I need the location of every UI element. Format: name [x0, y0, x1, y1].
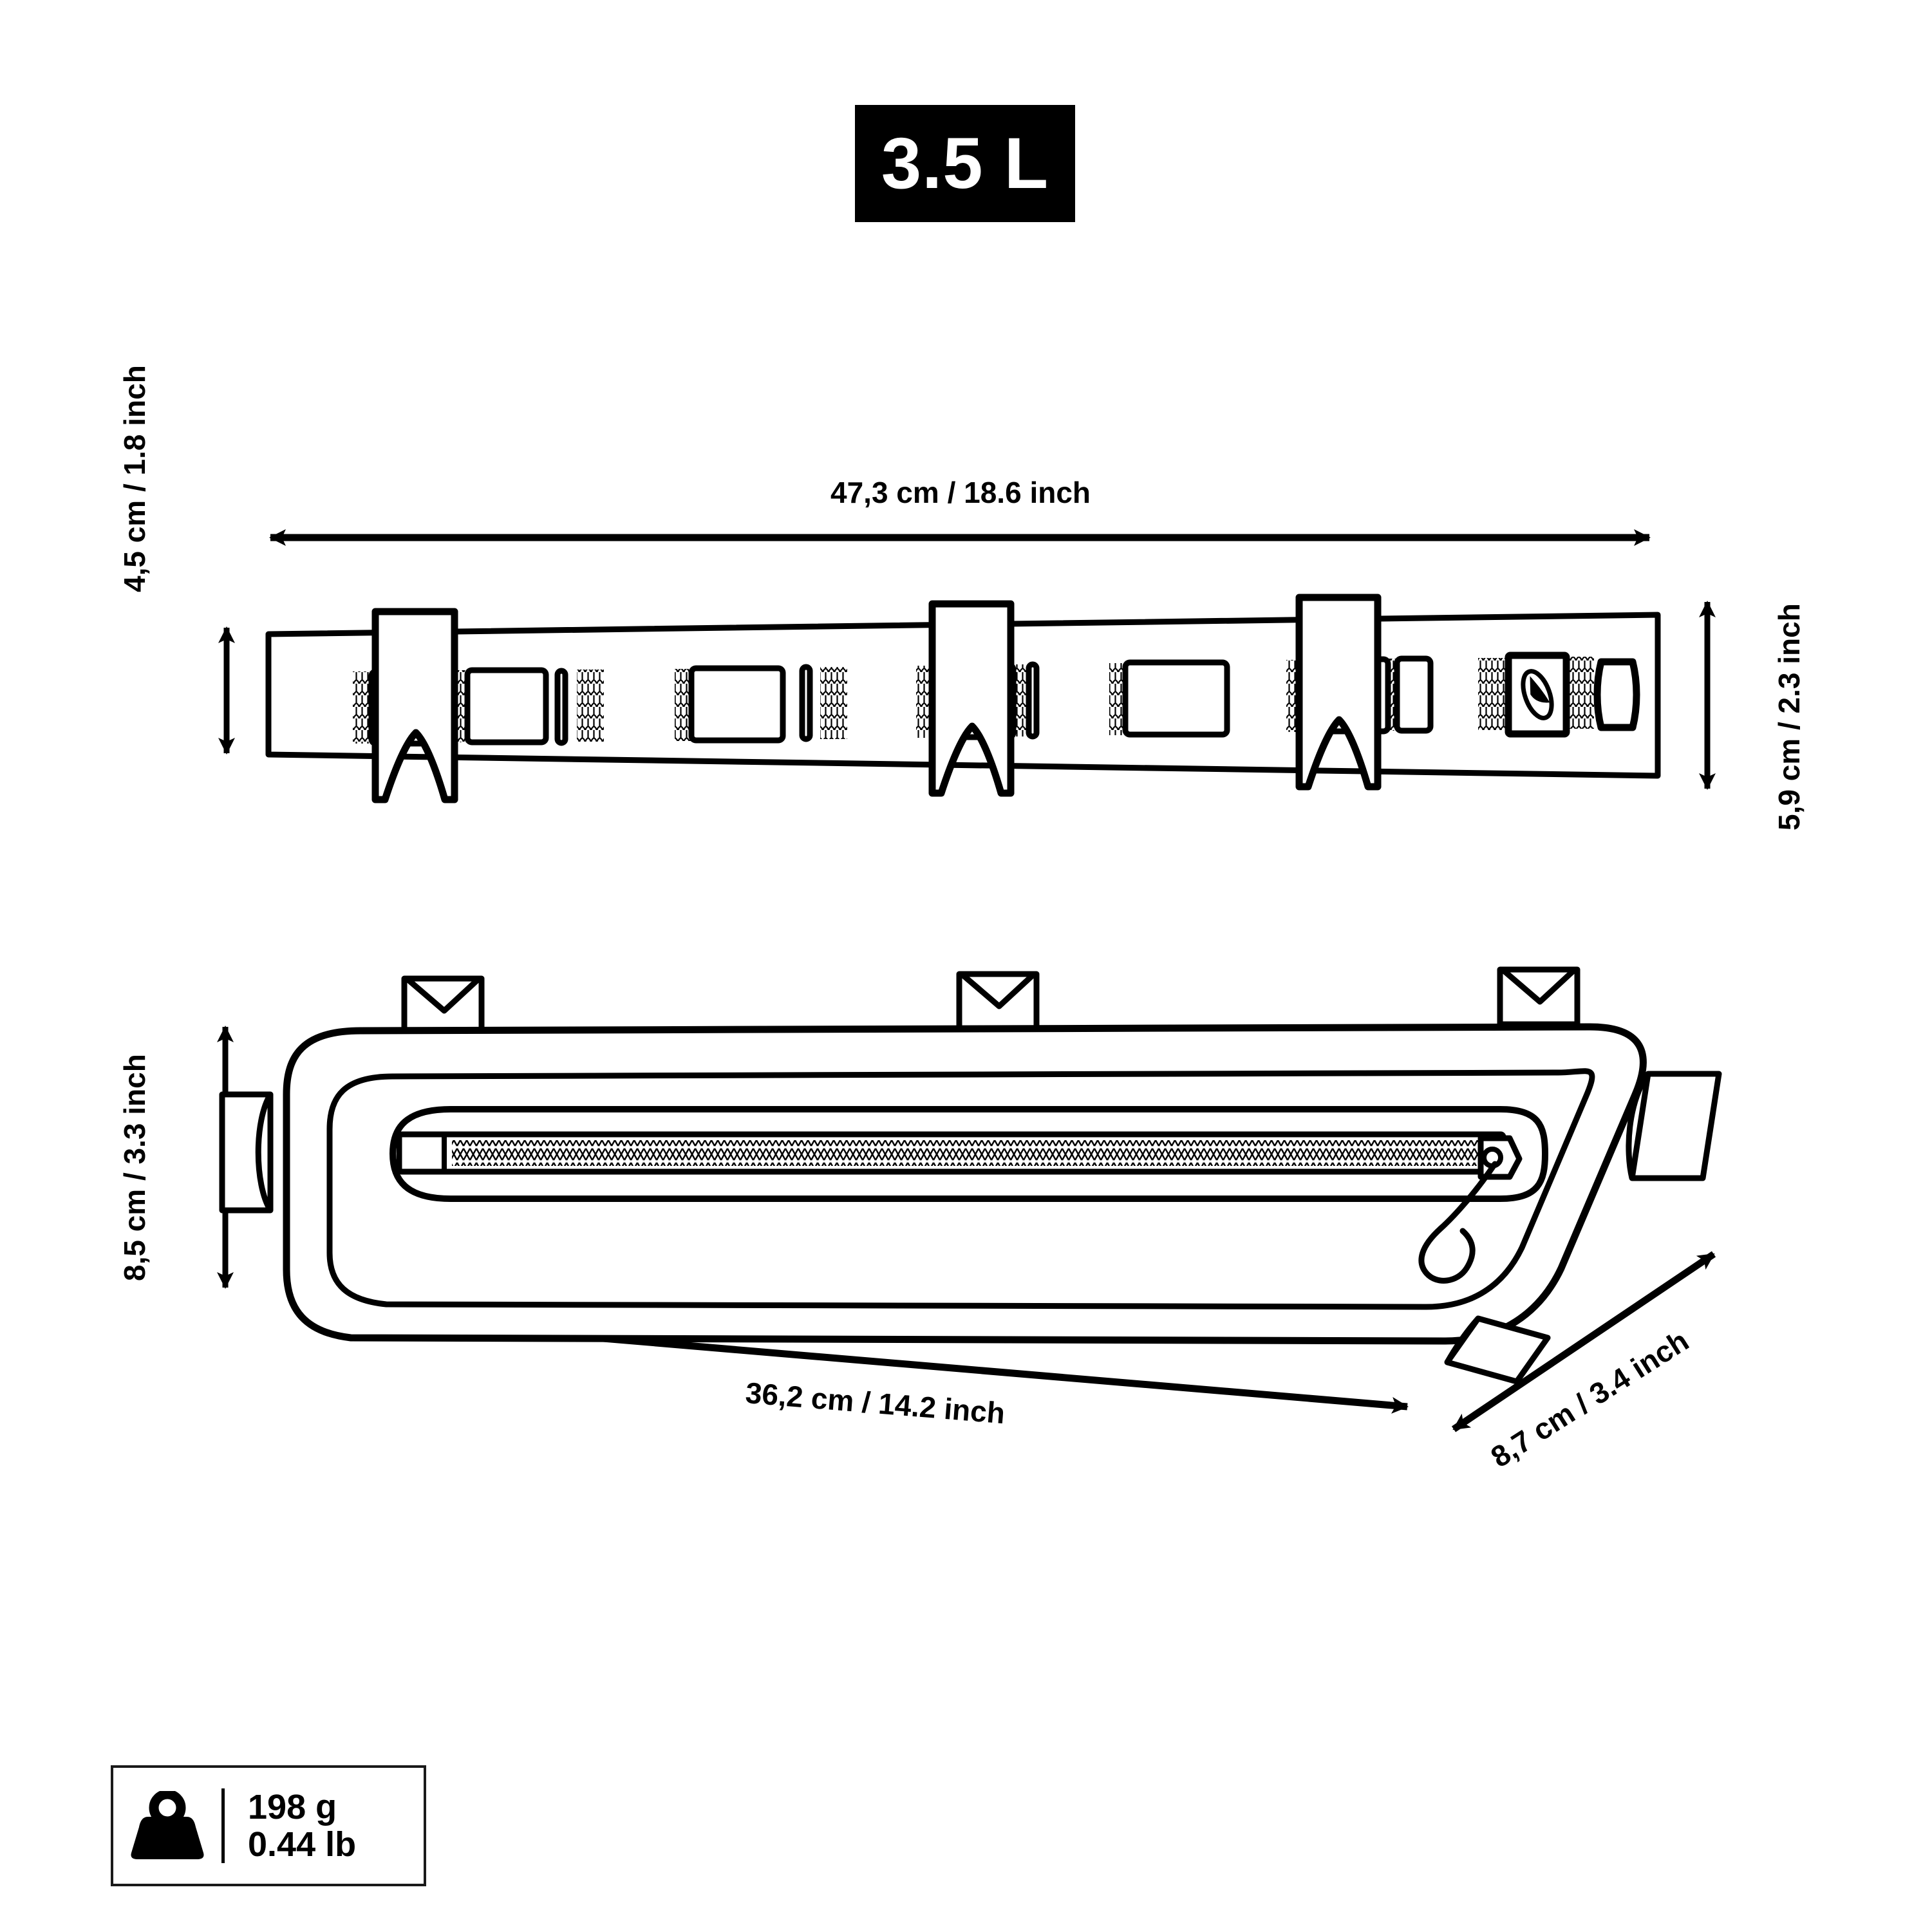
- top-view-group: [218, 529, 1716, 803]
- top-mount-tabs: [401, 966, 1580, 1036]
- zipper-pull: [1418, 1135, 1523, 1284]
- rear-mount-tab: [1626, 1071, 1722, 1181]
- dimension-label-top-height-left: 4,5 cm / 1.8 inch: [118, 365, 151, 592]
- dimension-arrow-depth: [1451, 1251, 1716, 1432]
- end-loop: [1593, 658, 1640, 731]
- weight-divider: [221, 1788, 225, 1863]
- front-mount-tab: [219, 1091, 274, 1214]
- brand-logo-icon: [1521, 669, 1554, 720]
- weight-icon: [131, 1791, 204, 1859]
- zipper-teeth: [452, 1140, 1488, 1166]
- logo-patch: [1505, 652, 1570, 738]
- mounting-straps: [371, 594, 1382, 803]
- weight-icon-cell: [113, 1791, 221, 1861]
- mounting-strap-1: [371, 608, 458, 803]
- bottom-mount-tab: [1444, 1315, 1551, 1385]
- weight-box: 198 g 0.44 lb: [111, 1765, 426, 1886]
- zipper-pull-cord: [1418, 1161, 1498, 1284]
- mounting-strap-3: [1295, 594, 1382, 791]
- side-view-group: [217, 966, 1722, 1432]
- dimension-label-side-height: 8,5 cm / 3.3 inch: [118, 1054, 151, 1281]
- side-view-inner-seam: [326, 1068, 1595, 1310]
- dimension-label-top-length: 47,3 cm / 18.6 inch: [830, 476, 1091, 509]
- mounting-strap-2: [928, 600, 1015, 797]
- weight-pounds: 0.44 lb: [248, 1825, 357, 1864]
- weight-values: 198 g 0.44 lb: [225, 1787, 357, 1864]
- dimension-label-top-height-right: 5,9 cm / 2.3 inch: [1772, 603, 1806, 830]
- volume-badge: 3.5 L: [855, 105, 1075, 222]
- weight-grams: 198 g: [248, 1787, 337, 1826]
- strap-loop-segments: [368, 655, 1434, 747]
